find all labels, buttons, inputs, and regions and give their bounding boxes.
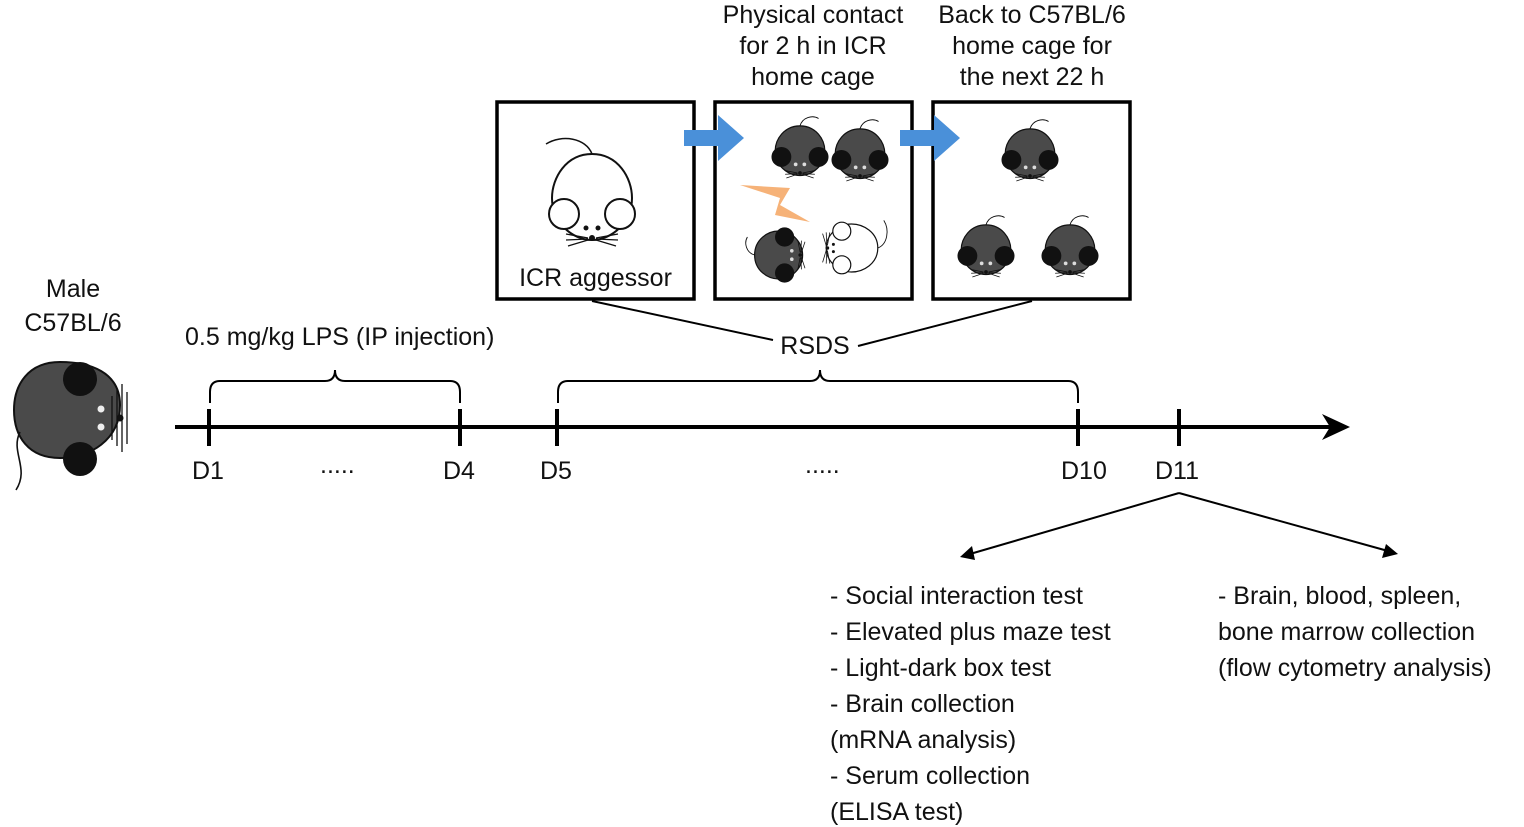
panel-icr-aggressor: [495, 100, 696, 301]
tick-label-d11: D11: [1155, 457, 1200, 485]
timeline-arrowhead: [1322, 414, 1350, 440]
ellipsis-1: .....: [320, 451, 355, 479]
arrow-right-icon: [684, 115, 744, 161]
tick-label-d5: D5: [540, 457, 572, 485]
panel-return-home-cage: [931, 100, 1132, 301]
outcome-item: (ELISA test): [830, 798, 964, 826]
subject-label-line2: C57BL/6: [24, 309, 122, 337]
outcome-item: - Brain, blood, spleen,: [1218, 582, 1462, 610]
outcome-item: - Social interaction test: [830, 582, 1083, 610]
arrow-right-icon: [900, 115, 960, 161]
caption-line: the next 22 h: [959, 63, 1105, 91]
caption-line: home cage for: [952, 32, 1112, 60]
arrowhead-icon: [960, 546, 975, 560]
lps-bracket: [209, 369, 461, 403]
outcome-list-right: - Brain, blood, spleen, bone marrow coll…: [1218, 578, 1492, 686]
panel-physical-contact: [713, 100, 914, 301]
caption-line: Back to C57BL/6: [938, 1, 1126, 29]
outcome-item: - Serum collection: [830, 762, 1031, 790]
outcome-item: - Elevated plus maze test: [830, 618, 1111, 646]
rsds-bracket: [557, 369, 1079, 403]
outcome-list-left: - Social interaction test - Elevated plu…: [830, 578, 1111, 827]
rsds-connector-line: [591, 300, 774, 341]
fight-bolt-icon: [740, 185, 810, 222]
rsds-connector-line: [857, 300, 1033, 347]
subject-label-line1: Male: [45, 275, 101, 303]
outcome-item: - Light-dark box test: [830, 654, 1051, 682]
tick-label-d4: D4: [443, 457, 475, 485]
tick-label-d10: D10: [1061, 457, 1107, 485]
rsds-label: RSDS: [780, 332, 850, 360]
outcome-arrow-right: [1178, 492, 1389, 552]
ellipsis-2: .....: [805, 451, 840, 479]
contact-caption: Physical contact for 2 h in ICR home cag…: [700, 0, 926, 93]
subject-mouse-icon: [12, 360, 128, 491]
arrowhead-icon: [1382, 544, 1398, 558]
caption-line: for 2 h in ICR: [739, 32, 887, 60]
caption-line: home cage: [751, 63, 875, 91]
caption-line: Physical contact: [722, 1, 904, 29]
aggressor-label: ICR aggessor: [519, 264, 672, 292]
return-caption: Back to C57BL/6 home cage for the next 2…: [918, 0, 1146, 93]
lps-label: 0.5 mg/kg LPS (IP injection): [185, 323, 495, 351]
outcome-arrow-left: [969, 492, 1180, 555]
tick-label-d1: D1: [192, 457, 224, 485]
subject-label: Male C57BL/6: [14, 272, 132, 340]
outcome-item: - Brain collection: [830, 690, 1015, 718]
outcome-item: (mRNA analysis): [830, 726, 1017, 754]
outcome-item: bone marrow collection: [1218, 618, 1476, 646]
outcome-item: (flow cytometry analysis): [1218, 654, 1492, 682]
